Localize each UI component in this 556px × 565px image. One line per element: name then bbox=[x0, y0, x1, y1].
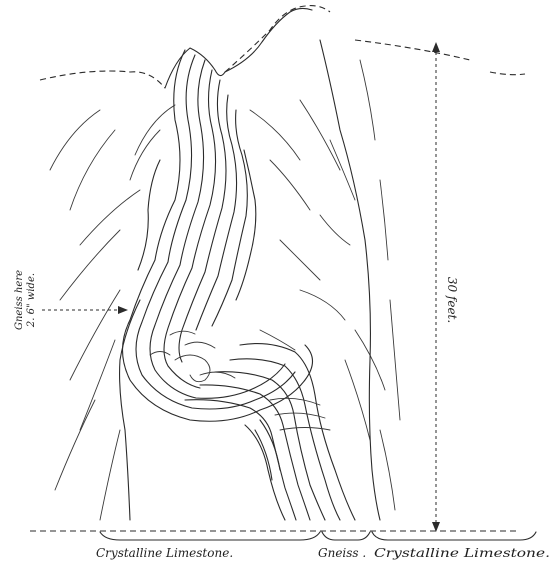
height-label: 30 feet. bbox=[445, 277, 459, 323]
arrow-up-icon bbox=[432, 42, 440, 52]
cliff-left-edge bbox=[120, 300, 140, 520]
label-gneiss: Gneiss . bbox=[318, 546, 366, 560]
label-crystalline-limestone-left: Crystalline Limestone. bbox=[96, 546, 233, 560]
gneiss-note-line1: Gneiss here bbox=[14, 270, 25, 330]
gneiss-note-line2: 2. 6" wide. bbox=[26, 273, 37, 328]
peak-outline bbox=[165, 48, 225, 88]
fold-core-detail bbox=[150, 331, 235, 381]
label-crystalline-limestone-right: Crystalline Limestone. bbox=[374, 546, 550, 560]
lower-fold-strata bbox=[185, 344, 355, 520]
pointer-arrow-icon bbox=[118, 306, 128, 314]
height-indicator bbox=[432, 42, 440, 532]
section-brackets bbox=[100, 532, 536, 540]
mountain-right-slope bbox=[225, 8, 312, 72]
gneiss-width-pointer bbox=[42, 306, 128, 314]
